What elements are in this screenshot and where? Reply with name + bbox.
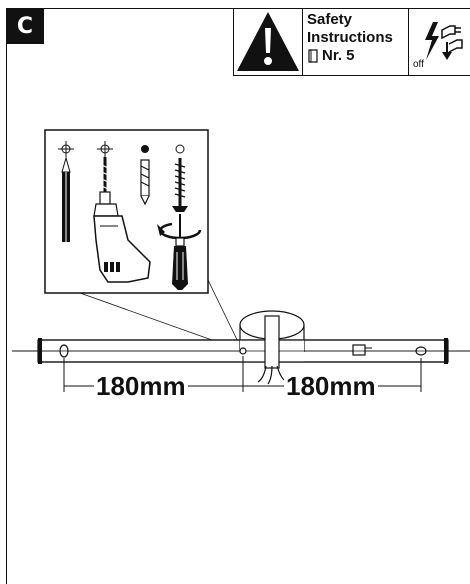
drill-icon [93, 141, 151, 283]
power-off-cell: off [409, 8, 470, 76]
safety-nr-row: Nr. 5 [307, 47, 408, 65]
dimension-right: 180mm [284, 371, 378, 401]
safety-line-2: Instructions [307, 29, 393, 46]
step-badge: C [6, 8, 44, 44]
safety-line-1: Safety [307, 11, 353, 28]
warning-triangle-icon [237, 12, 299, 71]
screw-icon [172, 144, 188, 212]
safety-nr: Nr. 5 [322, 47, 355, 64]
power-off-icon [425, 22, 463, 60]
page-frame [6, 8, 470, 584]
connector-block [352, 344, 366, 356]
wall-plug-icon [140, 145, 150, 206]
pencil-icon [58, 141, 74, 242]
dimension-left: 180mm [94, 371, 188, 401]
screwdriver-icon [157, 214, 202, 290]
off-label: off [413, 59, 424, 70]
safety-instructions: Safety Instructions Nr. 5 [303, 8, 409, 76]
book-icon [308, 49, 318, 63]
warning-cell [233, 8, 303, 76]
cable [257, 315, 285, 385]
